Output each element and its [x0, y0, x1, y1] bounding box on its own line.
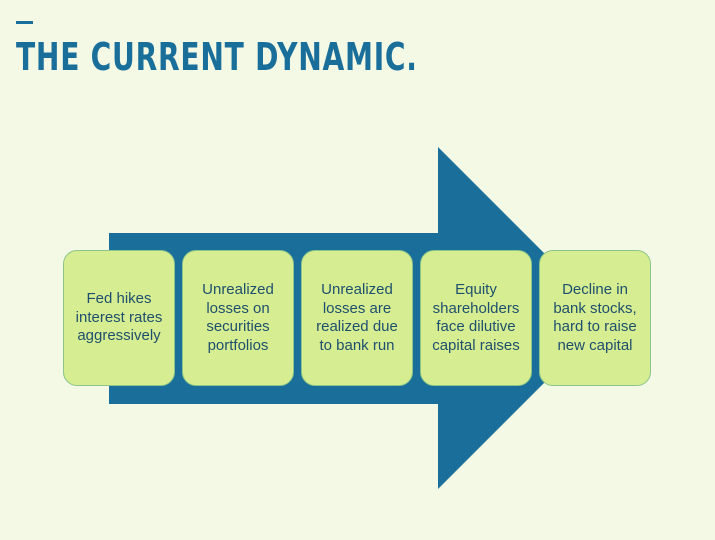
step-label: Equity shareholders face dilutive capita…	[432, 281, 520, 354]
step-label: Unrealized losses on securities portfoli…	[202, 281, 274, 354]
step-box-1: Fed hikes interest rates aggressively	[63, 250, 175, 386]
step-box-5: Decline in bank stocks, hard to raise ne…	[539, 250, 651, 386]
step-label: Decline in bank stocks, hard to raise ne…	[553, 281, 637, 354]
step-label: Unrealized losses are realized due to ba…	[316, 281, 398, 354]
step-box-2: Unrealized losses on securities portfoli…	[182, 250, 294, 386]
step-box-4: Equity shareholders face dilutive capita…	[420, 250, 532, 386]
slide-title: THE CURRENT DYNAMIC.	[16, 35, 418, 79]
title-accent-bar	[16, 21, 33, 24]
step-box-3: Unrealized losses are realized due to ba…	[301, 250, 413, 386]
step-label: Fed hikes interest rates aggressively	[75, 290, 163, 345]
